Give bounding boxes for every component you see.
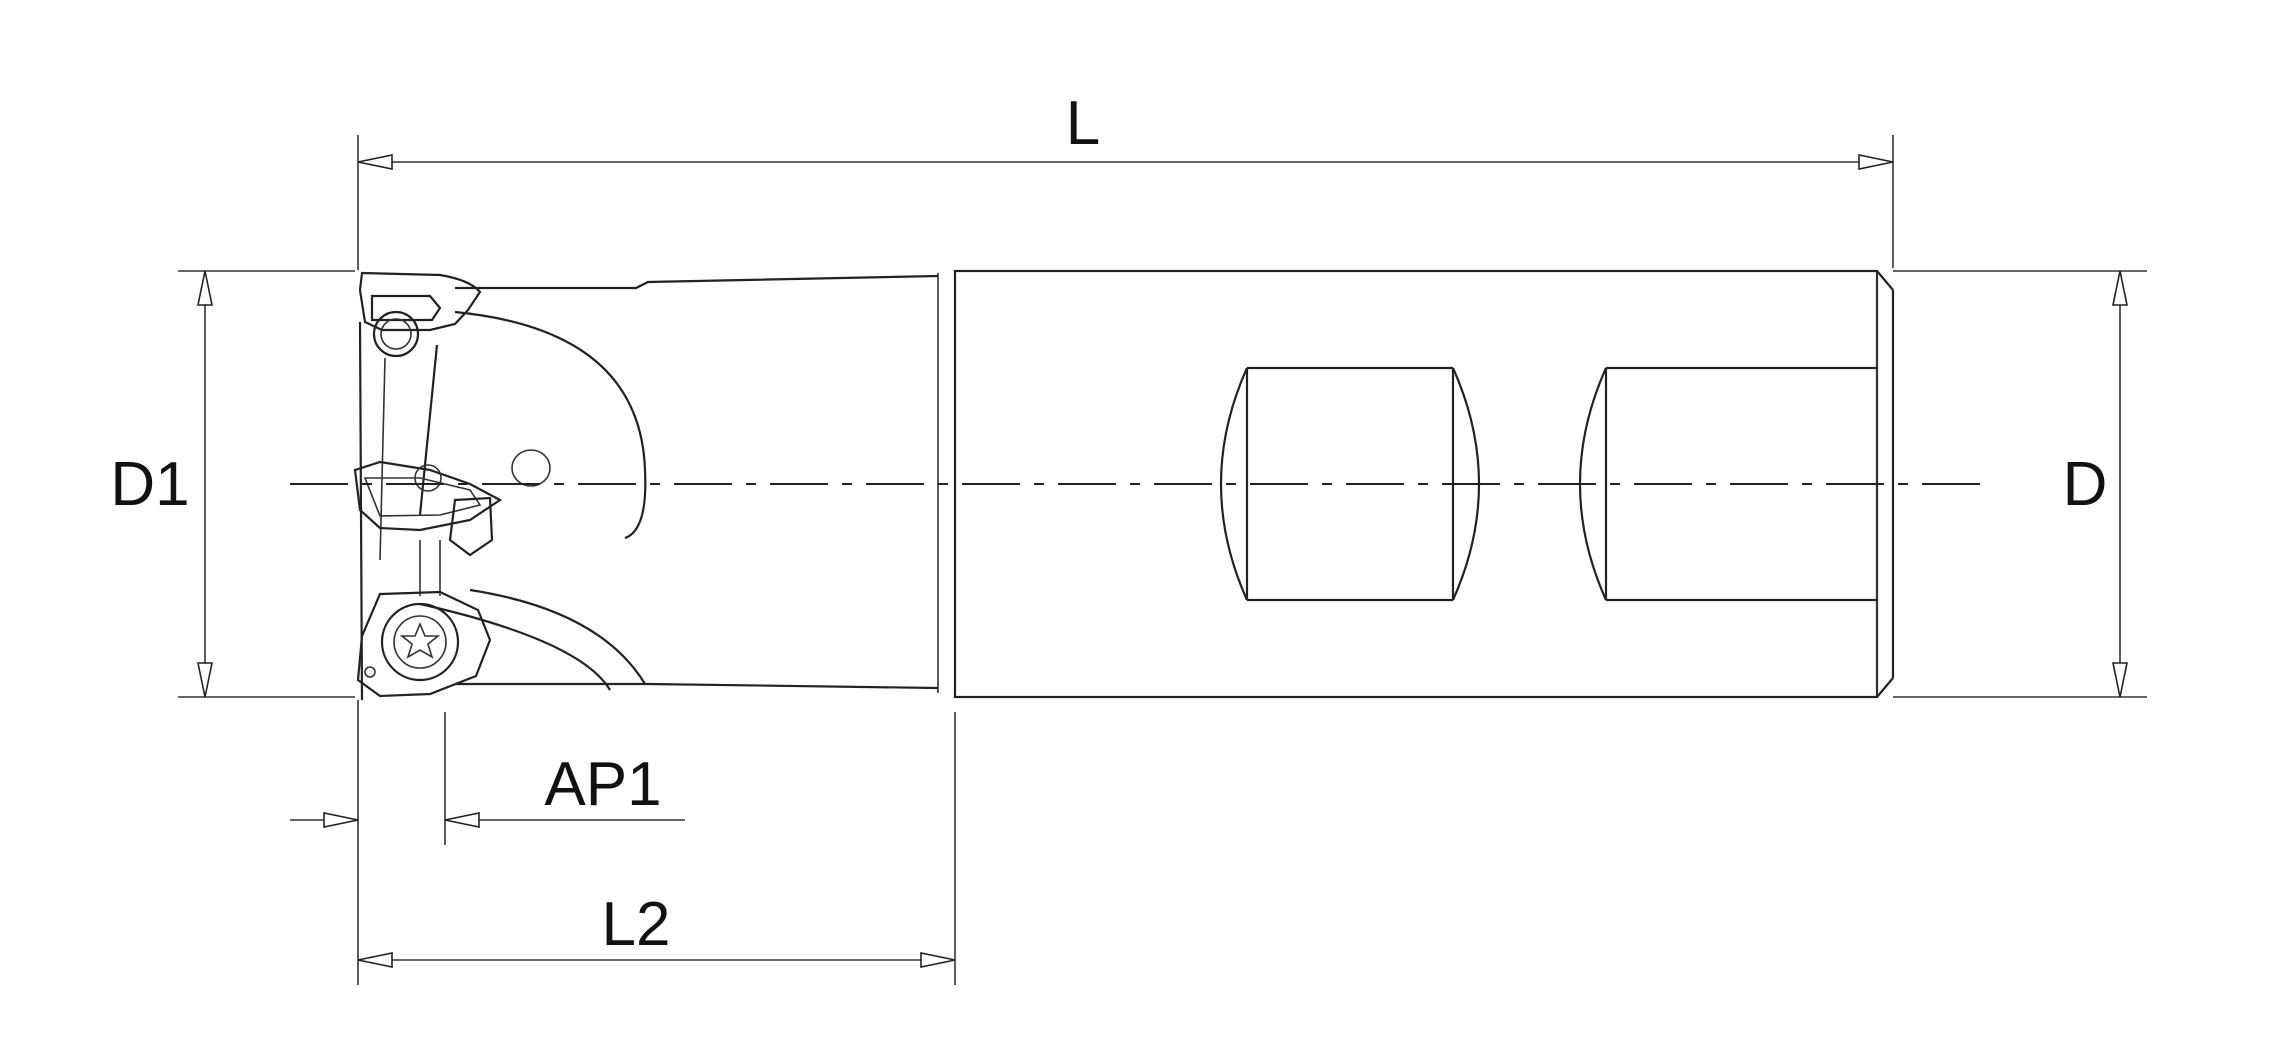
dimension-AP1: AP1	[290, 750, 685, 828]
dimension-label-D: D	[2063, 450, 2108, 519]
dimension-label-AP1: AP1	[544, 750, 661, 819]
dimension-L2: L2	[357, 890, 956, 968]
dimension-label-L2: L2	[602, 890, 671, 959]
dimension-D: D	[2063, 270, 2128, 698]
dimension-L: L	[357, 89, 1894, 170]
dimension-D1: D1	[110, 270, 213, 698]
dimension-label-D1: D1	[110, 450, 189, 519]
tool-head-body	[419, 274, 939, 691]
insert-bottom	[356, 590, 492, 698]
cutting-head	[353, 271, 503, 701]
extension-lines	[178, 135, 2147, 985]
dimension-label-L: L	[1066, 89, 1100, 158]
